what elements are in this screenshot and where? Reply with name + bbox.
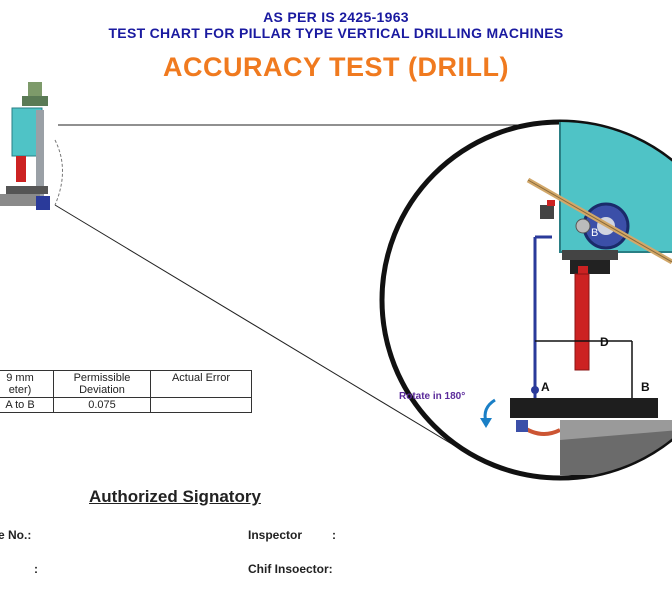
authorized-signatory: Authorized Signatory: [89, 487, 261, 506]
table-cell: A to B: [0, 397, 54, 413]
table-cell: Actual Error: [150, 370, 252, 398]
label-a: A: [541, 380, 550, 394]
rotate-arrowhead-icon: [480, 418, 492, 428]
header-standard: AS PER IS 2425-1963: [263, 9, 409, 25]
table-cell: 0.075: [53, 397, 151, 413]
left-field-colon: :: [34, 562, 38, 576]
table-row: A to B 0.075: [0, 397, 252, 413]
magnified-detail: [510, 122, 672, 475]
inspector-colon: :: [332, 528, 336, 542]
header-chart-title: TEST CHART FOR PILLAR TYPE VERTICAL DRIL…: [108, 25, 564, 41]
label-b: B: [641, 380, 650, 394]
table-cell: [150, 397, 252, 413]
label-b-head: B: [591, 227, 598, 239]
label-d: D: [600, 335, 609, 349]
chief-inspector-label: Chif Insoector:: [248, 562, 333, 576]
page-title: ACCURACY TEST (DRILL): [163, 52, 509, 82]
machine-no-label: e No.:: [0, 528, 32, 542]
machine-thumbnail: [0, 82, 63, 210]
rotate-note: Rotate in 180°: [399, 391, 465, 402]
zoom-line-bottom: [54, 204, 471, 456]
inspector-label: Inspector: [248, 528, 303, 542]
